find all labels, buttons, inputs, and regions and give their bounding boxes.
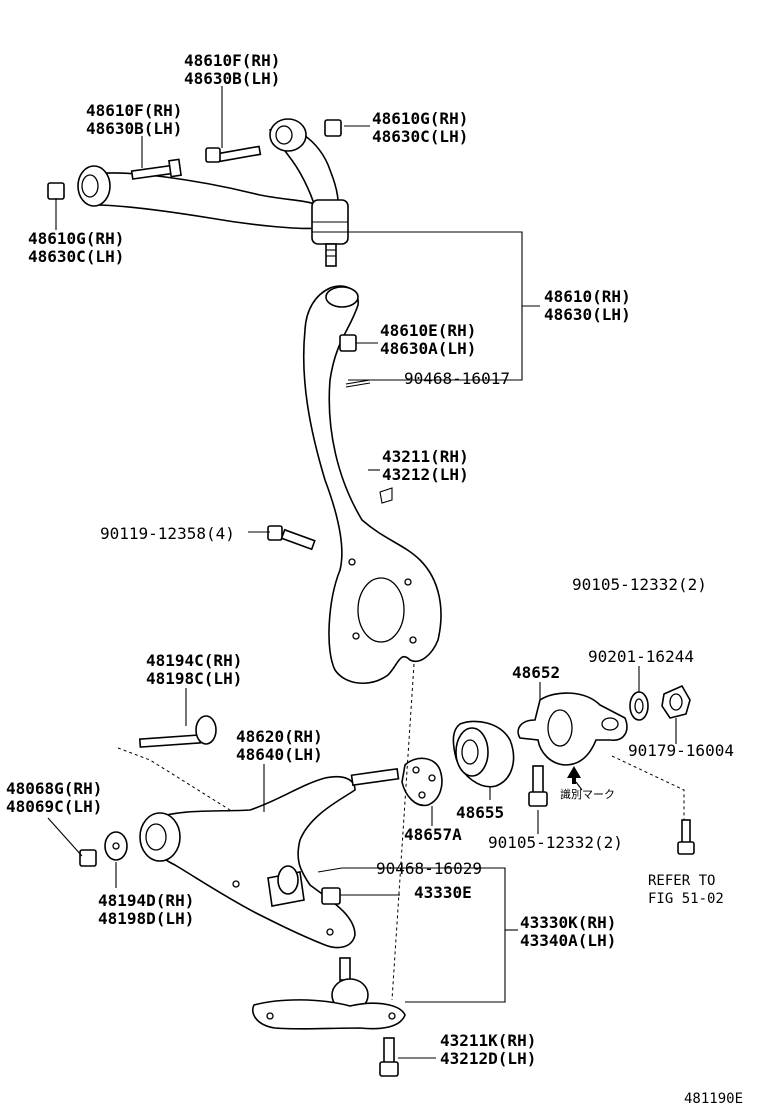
callout-90119-12358: 90119-12358(4) <box>100 524 235 543</box>
upper-arm-bolt-top <box>205 145 262 163</box>
callout-43211-43212: 43211(RH) 43212(LH) <box>382 447 469 484</box>
callout-48655: 48655 <box>456 803 505 822</box>
callout-43330K-43340A: 43330K(RH) 43340A(LH) <box>520 913 617 950</box>
lower-ball-joint-nut <box>321 887 341 905</box>
callout-43330E: 43330E <box>414 883 472 902</box>
refer-bolt <box>677 819 695 855</box>
washer-90201 <box>629 691 649 721</box>
ball-joint-bolt <box>379 1037 399 1077</box>
bushing-48655 <box>452 720 515 788</box>
lower-arm-washer <box>104 831 128 861</box>
upper-arm-nut-right <box>324 119 342 137</box>
nut-90179 <box>661 684 691 719</box>
cotter-pin-lower <box>317 867 343 873</box>
callout-90105-12332-top: 90105-12332(2) <box>572 575 707 594</box>
lower-arm-bolt <box>138 715 217 748</box>
callout-48610-48630: 48610(RH) 48630(LH) <box>544 287 631 324</box>
callout-48194D-48198D: 48194D(RH) 48198D(LH) <box>98 891 195 928</box>
knuckle-bolt <box>267 525 316 551</box>
callout-48620-48640: 48620(RH) 48640(LH) <box>236 727 323 764</box>
lower-arm-nut <box>79 849 97 867</box>
upper-control-arm <box>77 118 349 267</box>
callout-48657A: 48657A <box>404 825 462 844</box>
callout-90105-12332-bottom: 90105-12332(2) <box>488 833 623 852</box>
callout-48194C-48198C: 48194C(RH) 48198C(LH) <box>146 651 243 688</box>
bracket-48652 <box>517 692 628 766</box>
steering-knuckle <box>302 285 442 685</box>
stopper-48657A <box>401 757 443 807</box>
callout-48610G-48630C-right: 48610G(RH) 48630C(LH) <box>372 109 469 146</box>
identification-mark-label: 識別マーク <box>560 788 615 801</box>
callout-43211K-43212D: 43211K(RH) 43212D(LH) <box>440 1031 537 1068</box>
callout-48610F-48630B-top: 48610F(RH) 48630B(LH) <box>184 51 281 88</box>
callout-48652: 48652 <box>512 663 561 682</box>
lower-control-arm <box>139 767 400 949</box>
callout-90468-16029: 90468-16029 <box>376 859 482 878</box>
bracket-bolt <box>528 765 548 807</box>
callout-90468-16017: 90468-16017 <box>404 369 510 388</box>
callout-48610E-48630A: 48610E(RH) 48630A(LH) <box>380 321 477 358</box>
figure-id: 481190E <box>684 1091 744 1107</box>
callout-90201-16244: 90201-16244 <box>588 647 694 666</box>
callout-90179-16004: 90179-16004 <box>628 741 734 760</box>
callout-48610F-48630B-left: 48610F(RH) 48630B(LH) <box>86 101 183 138</box>
lower-ball-joint <box>251 957 406 1030</box>
callout-48068G-48069C: 48068G(RH) 48069C(LH) <box>6 779 103 816</box>
leader-lines <box>47 86 685 1059</box>
arrow-mark <box>567 766 581 784</box>
upper-arm-bolt-left <box>130 158 182 180</box>
knuckle-nut <box>339 334 357 352</box>
cotter-pin-upper <box>345 379 371 388</box>
upper-arm-nut-left <box>47 182 65 200</box>
callout-48610G-48630C-left: 48610G(RH) 48630C(LH) <box>28 229 125 266</box>
refer-note: REFER TO FIG 51-02 <box>648 873 724 907</box>
